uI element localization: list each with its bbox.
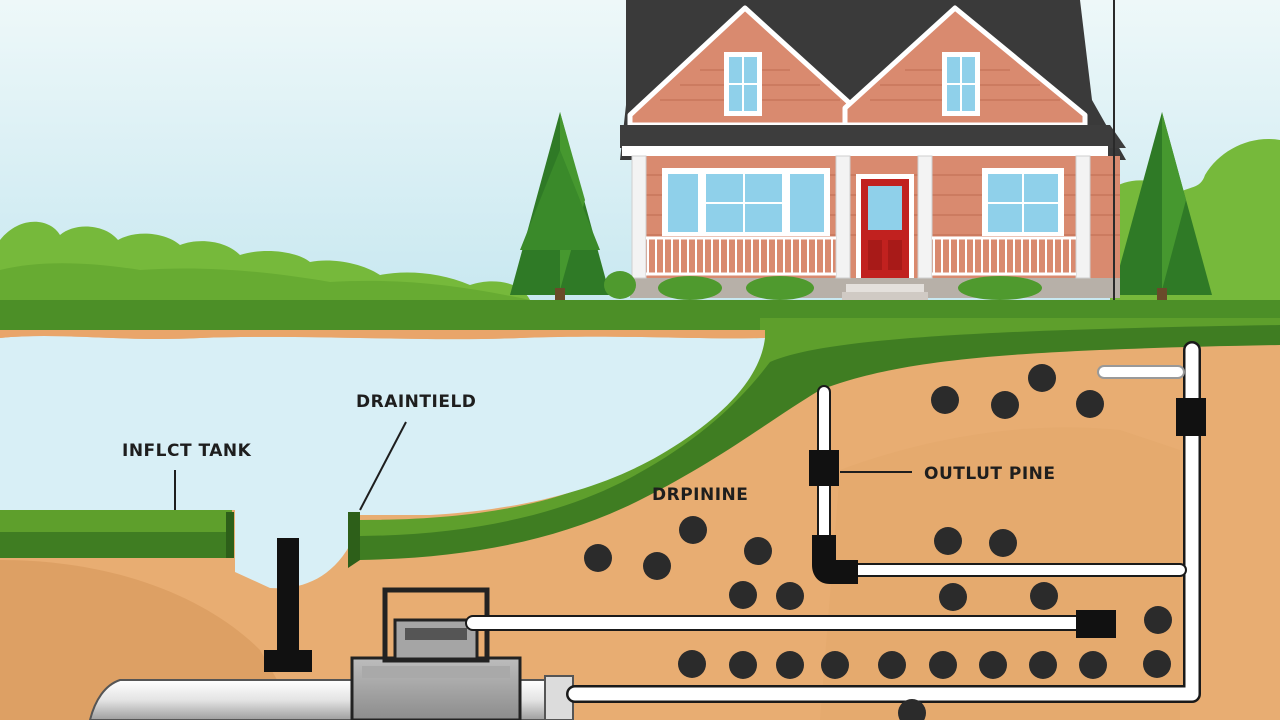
porch-roof (620, 125, 1126, 148)
porch-railing (646, 236, 1076, 276)
gravel-stone (1143, 650, 1171, 678)
gravel-stone (678, 650, 706, 678)
gravel-stone (584, 544, 612, 572)
background-bushes-left-shade (0, 263, 530, 306)
gravel-stone (1028, 364, 1056, 392)
pine-tree-left (510, 112, 610, 302)
gravel-stone (939, 583, 967, 611)
gravel-stones (584, 364, 1172, 720)
inlet-tank-label: INFLCT TANK (122, 441, 252, 461)
gravel-stone (979, 651, 1007, 679)
gravel-stone (1079, 651, 1107, 679)
pipe-fittings (809, 398, 1206, 638)
pond-water (0, 336, 765, 589)
grass-bank-right (348, 512, 360, 568)
gravel-stone (744, 537, 772, 565)
front-shrubs (604, 271, 1042, 300)
porch-columns (631, 155, 1091, 279)
gravel-stone (878, 651, 906, 679)
gravel-stone (729, 651, 757, 679)
septic-tank (88, 587, 574, 720)
gravel-stone (776, 651, 804, 679)
gravel-stone (821, 651, 849, 679)
gravel-stone (931, 386, 959, 414)
drainfield-leader (359, 421, 407, 511)
gravel-stone (1076, 390, 1104, 418)
gravel-stone (1144, 606, 1172, 634)
house (604, 0, 1126, 300)
gravel-stone (776, 582, 804, 610)
gravel-stone (679, 516, 707, 544)
drainpipe-label: DRPININE (652, 485, 748, 505)
gravel-stone (643, 552, 671, 580)
gravel-stone (934, 527, 962, 555)
pine-tree-right (1112, 112, 1212, 302)
outlet-pipe-label: OUTLUT PINE (924, 464, 1056, 484)
gravel-stone (1030, 582, 1058, 610)
drainfield-label: DRAINTIELD (356, 392, 476, 412)
gravel-stone (929, 651, 957, 679)
gravel-stone (989, 529, 1017, 557)
grass-hill (360, 320, 1280, 560)
gravel-stone (991, 391, 1019, 419)
front-steps (846, 284, 924, 292)
gravel-stone (729, 581, 757, 609)
inlet-riser-pipe (277, 538, 299, 656)
gravel-stone (1029, 651, 1057, 679)
gravel-stone (898, 699, 926, 720)
